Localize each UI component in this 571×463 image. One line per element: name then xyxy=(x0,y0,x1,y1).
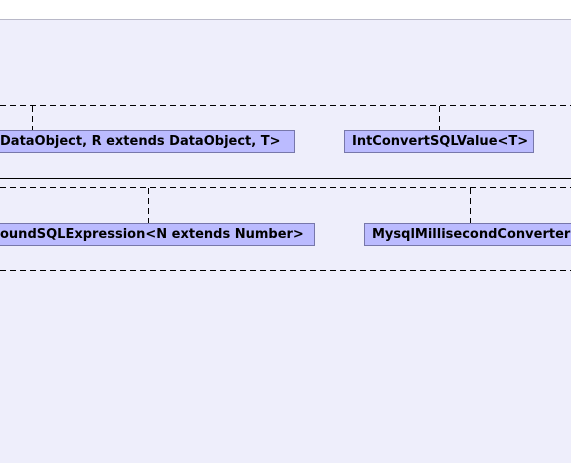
class-node-data-object-generic[interactable]: DataObject, R extends DataObject, T> xyxy=(0,130,295,153)
class-diagram-canvas: DataObject, R extends DataObject, T> Int… xyxy=(0,20,571,463)
class-node-label: MysqlMillisecondConverter xyxy=(372,227,571,242)
class-node-label: oundSQLExpression<N extends Number> xyxy=(0,227,304,242)
class-node-compound-sql-expression[interactable]: oundSQLExpression<N extends Number> xyxy=(0,223,315,246)
class-node-int-convert-sql-value[interactable]: IntConvertSQLValue<T> xyxy=(344,130,534,153)
class-node-mysql-millisecond-converter[interactable]: MysqlMillisecondConverter xyxy=(364,223,571,246)
connector-lines xyxy=(0,105,571,271)
top-strip xyxy=(0,0,571,20)
class-node-label: DataObject, R extends DataObject, T> xyxy=(0,134,281,149)
class-node-label: IntConvertSQLValue<T> xyxy=(352,134,529,149)
